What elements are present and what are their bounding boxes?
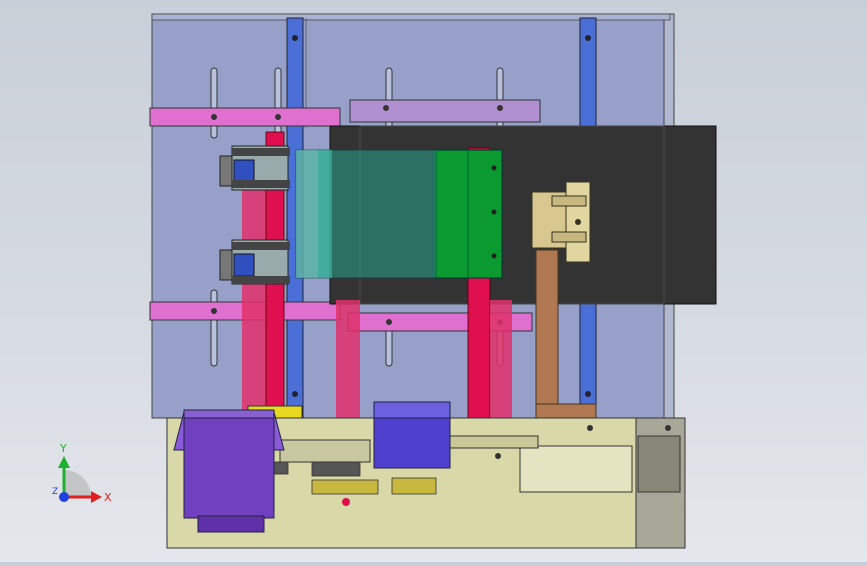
z-axis-dot xyxy=(59,492,69,502)
teal-glass-block xyxy=(295,149,437,279)
beige-clamp xyxy=(531,181,591,263)
bearing-blocks xyxy=(219,145,290,285)
x-axis-label: X xyxy=(104,491,112,504)
upper-bracket xyxy=(349,99,541,123)
blue-motor xyxy=(373,401,451,469)
z-axis-label: Z xyxy=(52,487,58,497)
y-axis-label: Y xyxy=(59,442,67,455)
green-block xyxy=(433,149,503,279)
axis-triad: Y X Z xyxy=(52,442,112,504)
purple-motor xyxy=(173,409,285,533)
x-axis-arrow xyxy=(91,491,102,503)
y-axis-arrow xyxy=(58,456,70,468)
gears xyxy=(271,461,437,495)
